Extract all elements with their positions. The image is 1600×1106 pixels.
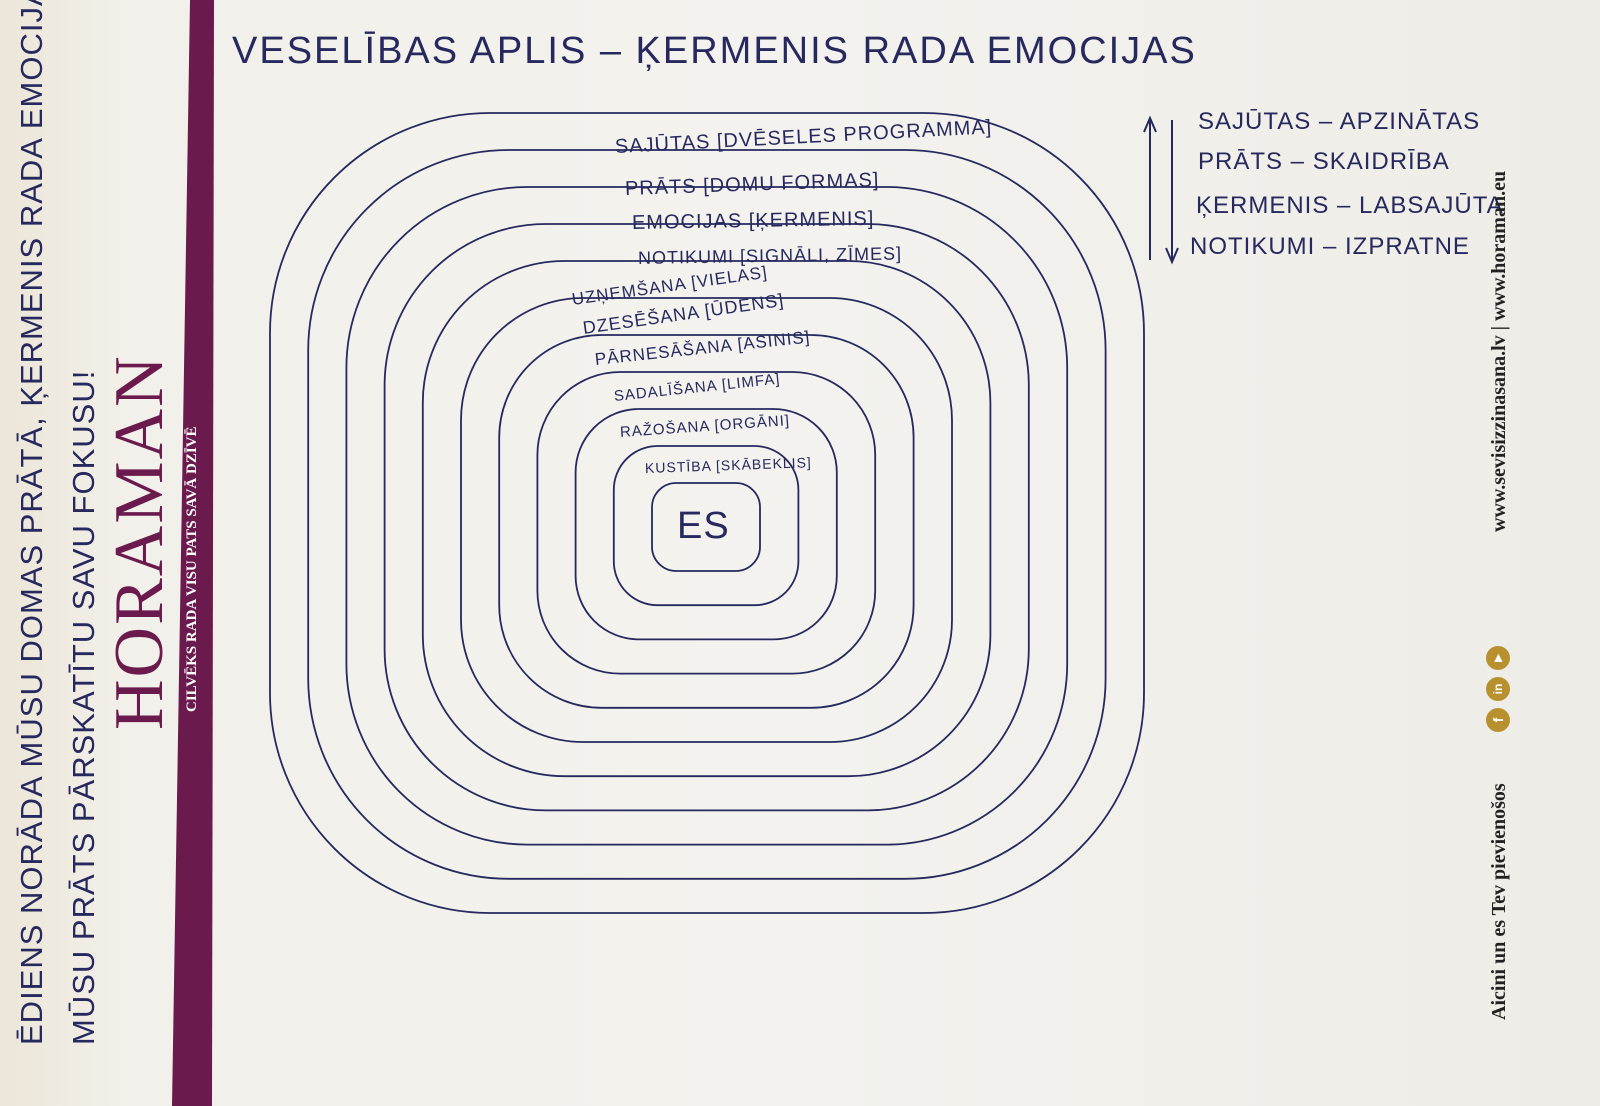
ring (421, 260, 992, 778)
side-note-line1: ĒDIENS NORĀDA MŪSU DOMAS PRĀTĀ, ĶERMENIS… (14, 0, 49, 1045)
up-down-arrows-icon (1143, 115, 1179, 265)
brand-tagline: CILVĒKS RADA VISU PATS SAVĀ DZĪVĒ (184, 426, 200, 712)
linkedin-icon[interactable]: in (1486, 677, 1510, 701)
center-ring (651, 482, 761, 572)
footer-cta: Aicini un es Tev pievienošos (1488, 783, 1510, 1020)
page-title: VESELĪBAS APLIS – ĶERMENIS RADA EMOCIJAS (232, 30, 1197, 72)
youtube-icon[interactable]: ▶ (1486, 646, 1510, 670)
legend-item: SAJŪTAS – APZINĀTAS (1198, 108, 1481, 135)
legend-item: NOTIKUMI – IZPRATNE (1190, 233, 1470, 260)
logo-text: HORAMAN (101, 354, 178, 730)
ring (612, 445, 800, 607)
horaman-logo: HORAMAN (100, 354, 180, 730)
side-note-line2: MŪSU PRĀTS PĀRSKATĪTU SAVU FOKUSU! (66, 369, 101, 1045)
ring (383, 223, 1030, 812)
ring (460, 297, 953, 743)
center-label: ES (677, 505, 730, 547)
footer-links[interactable]: www.sevisizzinasana.lv | www.horaman.eu (1488, 170, 1510, 532)
facebook-icon[interactable]: f (1486, 708, 1510, 732)
ring (269, 112, 1145, 914)
legend-item: PRĀTS – SKAIDRĪBA (1198, 148, 1450, 175)
ring (574, 408, 838, 641)
social-icons: f in ▶ (1486, 646, 1510, 732)
ring (536, 371, 877, 675)
ring (498, 334, 915, 709)
ring (307, 149, 1107, 880)
legend-item: ĶERMENIS – LABSAJŪTA (1196, 192, 1504, 219)
ring (345, 186, 1069, 846)
ring-label: EMOCIJAS [ĶERMENIS] (631, 207, 875, 234)
